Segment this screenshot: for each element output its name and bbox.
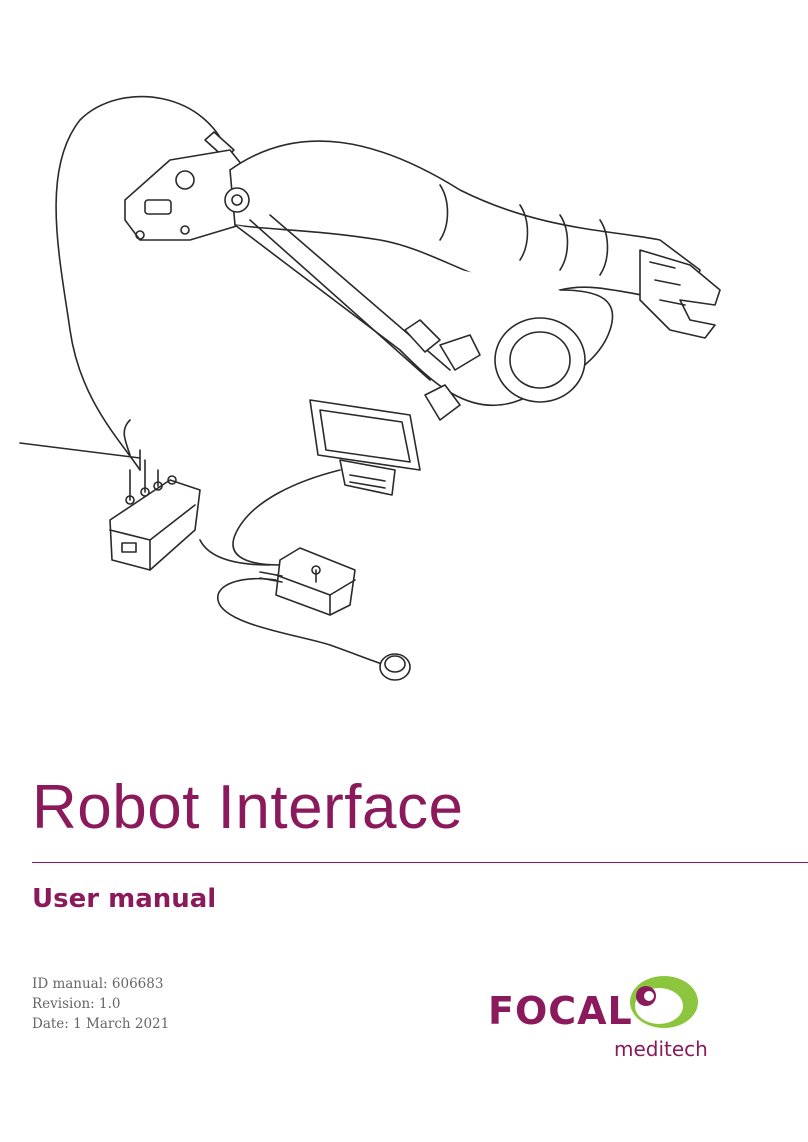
document-subtitle: User manual (32, 884, 217, 914)
document-meta: ID manual: 606683 Revision: 1.0 Date: 1 … (32, 974, 169, 1034)
display-screen (309, 399, 421, 496)
control-box (259, 547, 356, 616)
robot-gripper (639, 249, 721, 339)
lead-cable (19, 442, 141, 459)
logo-eye-mark (630, 976, 698, 1028)
logo-word: FOCAL (488, 989, 633, 1033)
interface-box (109, 419, 201, 571)
date: Date: 1 March 2021 (32, 1016, 170, 1032)
document-title: Robot Interface (32, 773, 464, 842)
title-divider (32, 862, 808, 863)
revision: Revision: 1.0 (32, 996, 121, 1012)
foot-pedal (379, 653, 411, 681)
robot-arm-illustration (19, 95, 721, 681)
main-cable (55, 95, 231, 471)
focal-meditech-logo: FOCAL meditech (488, 976, 708, 1061)
logo-tagline: meditech (614, 1037, 708, 1061)
manual-id: ID manual: 606683 (32, 976, 164, 992)
pedal-cable (217, 577, 386, 666)
